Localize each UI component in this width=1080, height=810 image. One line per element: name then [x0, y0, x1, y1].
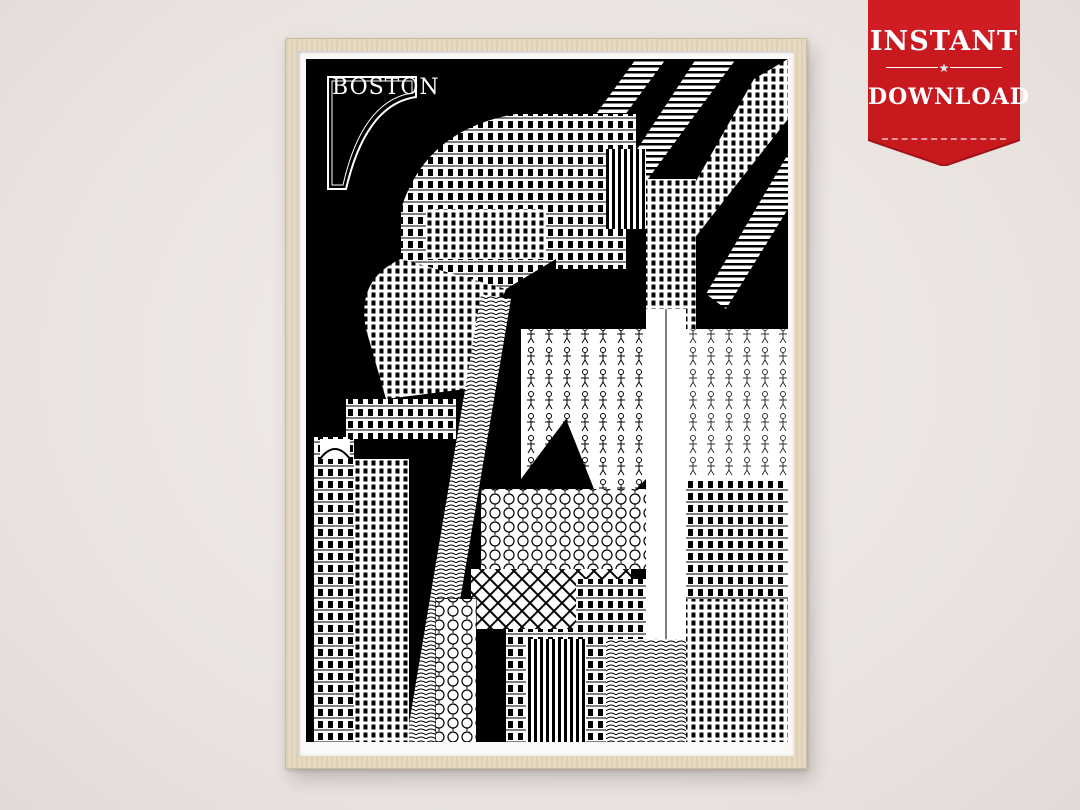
- instant-download-badge: INSTANT ★ DOWNLOAD: [868, 0, 1030, 166]
- badge-divider-left: [886, 67, 938, 68]
- artwork-illustration: [306, 59, 788, 742]
- badge-stitching: [882, 138, 1006, 140]
- artwork-title: BOSTON: [332, 75, 440, 100]
- poster-mat: BOSTON: [298, 51, 794, 756]
- poster-frame: BOSTON: [285, 38, 807, 769]
- badge-ribbon-shape: [868, 0, 1020, 166]
- star-icon: ★: [938, 61, 950, 75]
- badge-divider-right: [950, 67, 1002, 68]
- badge-text-download: DOWNLOAD: [868, 84, 1030, 110]
- badge-text-instant: INSTANT: [869, 26, 1019, 57]
- boston-artwork: BOSTON: [306, 59, 788, 742]
